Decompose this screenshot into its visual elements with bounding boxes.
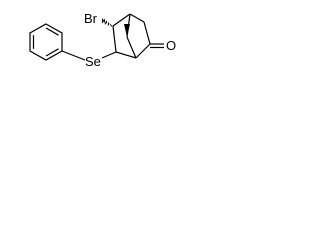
atom-label-bromine: Br <box>84 11 98 26</box>
phenyl-ring <box>29 23 63 61</box>
molecule-svg: Se <box>29 11 176 69</box>
bond-c5-c4 <box>129 13 145 23</box>
bold-wedge-bridge <box>124 24 130 37</box>
bond-se-c2 <box>101 51 117 59</box>
bond-phenyl-se <box>61 50 86 61</box>
phenyl-double-bond-2 <box>45 48 59 57</box>
phenyl-double-bond-1 <box>45 27 59 36</box>
carbonyl-double-bond <box>150 43 164 49</box>
hashed-bond-c3-br-lines <box>101 19 112 27</box>
atom-label-oxygen: O <box>166 38 176 53</box>
bond-c1-c6 <box>135 43 151 59</box>
phenyl-ring-outline <box>29 23 63 61</box>
bicyclic-skeleton <box>112 13 151 59</box>
structure-diagram: Se <box>0 0 207 88</box>
bond-c2-c1 <box>115 51 137 59</box>
bond-c4-c3 <box>112 13 131 27</box>
bond-c6-c5 <box>143 21 151 45</box>
bond-c3-c2 <box>112 25 117 53</box>
bond-c1-c7 <box>126 36 137 59</box>
atom-label-selenium: Se <box>85 54 101 69</box>
